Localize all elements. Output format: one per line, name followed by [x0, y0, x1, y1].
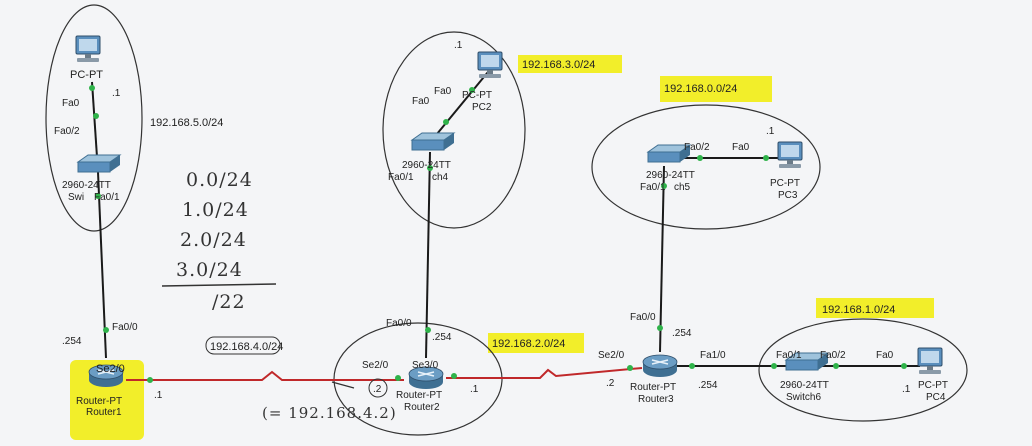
pc2-port: Fa0: [434, 86, 452, 97]
pc4-port: Fa0: [876, 350, 894, 361]
pc-top-left-port: Fa0: [62, 98, 80, 109]
switch-left-short: Swi: [68, 192, 84, 203]
group-lan1: [758, 318, 968, 422]
switch-left-port-up: Fa0/2: [54, 126, 80, 137]
router2-port-left: Se2/0: [362, 360, 389, 371]
switch6-type: 2960-24TT: [780, 380, 829, 391]
router2-host-left: .2: [373, 384, 382, 395]
router2-arrow-icon: [331, 381, 355, 389]
handwritten-subnet-1: 1.0/24: [182, 199, 249, 221]
switch5-name: ch5: [674, 182, 691, 193]
router3-name: Router3: [638, 394, 674, 405]
switch6-port-left: Fa0/1: [776, 350, 802, 361]
highlight-net1: [816, 298, 934, 318]
pc4-type: PC-PT: [918, 380, 948, 391]
pc3-port: Fa0: [732, 142, 750, 153]
router3-type: Router-PT: [630, 382, 676, 393]
switch-left-icon[interactable]: [77, 154, 121, 173]
handwritten-subnet-0: 0.0/24: [186, 169, 253, 191]
pc3-icon[interactable]: [777, 141, 803, 169]
router1-type: Router-PT: [76, 396, 122, 407]
router2-host-left-circle: [368, 378, 388, 398]
pc4-host: .1: [902, 384, 911, 395]
handwritten-summary: /22: [212, 291, 246, 313]
pc-top-left-icon[interactable]: [75, 35, 101, 63]
pc3-type: PC-PT: [770, 178, 800, 189]
pc2-host: .1: [454, 40, 463, 51]
router3-host-serial: .2: [606, 378, 615, 389]
link-switch4-router2: [425, 151, 431, 359]
highlight-net0: [660, 76, 772, 102]
pc2-icon[interactable]: [477, 51, 503, 79]
router1-host-serial: .1: [154, 390, 163, 401]
router3-icon[interactable]: [642, 354, 678, 378]
switch5-port-down: Fa0/1: [640, 182, 666, 193]
router1-name: Router1: [86, 407, 122, 418]
link-switch-left-router1: [97, 171, 107, 359]
switch4-port-down: Fa0/1: [388, 172, 414, 183]
switch-left-port-down: Fa0/1: [94, 192, 120, 203]
pc4-name: PC4: [926, 392, 946, 403]
port-dots: [89, 85, 907, 383]
switch-left-name: 2960-24TT: [62, 180, 111, 191]
handwritten-router2-note: (= 192.168.4.2): [262, 404, 397, 422]
link-switch5-router3: [659, 165, 665, 353]
pc3-name: PC3: [778, 190, 798, 201]
router2-type: Router-PT: [396, 390, 442, 401]
group-lan3: [382, 31, 526, 229]
handwritten-underline: [161, 283, 277, 287]
switch4-name: ch4: [432, 172, 449, 183]
switch6-port-right: Fa0/2: [820, 350, 846, 361]
router2-port-right: Se3/0: [412, 360, 439, 371]
switch5-port-right: Fa0/2: [684, 142, 710, 153]
router3-host-up: .254: [672, 328, 692, 339]
highlight-router1: [70, 360, 144, 440]
router3-port-serial: Se2/0: [598, 350, 625, 361]
router2-name: Router2: [404, 402, 440, 413]
serial-link-r2-r3: [446, 367, 643, 379]
network-label-net3: 192.168.3.0/24: [522, 59, 595, 71]
pc2-name: PC2: [472, 102, 492, 113]
network-label-net2: 192.168.2.0/24: [492, 338, 565, 350]
router1-host-up: .254: [62, 336, 82, 347]
network-label-net4: 192.168.4.0/24: [210, 341, 283, 353]
net4-circle: [205, 336, 281, 355]
highlight-net2: [488, 333, 584, 353]
network-label-net5: 192.168.5.0/24: [150, 117, 223, 129]
router3-port-up: Fa0/0: [630, 312, 656, 323]
group-lan5: [45, 4, 143, 232]
highlight-net3: [518, 55, 622, 73]
serial-link-r1-r2: [126, 370, 404, 381]
switch6-name: Switch6: [786, 392, 821, 403]
network-label-net0: 192.168.0.0/24: [664, 83, 737, 95]
pc2-type: PC-PT: [462, 90, 492, 101]
router2-host-right: .1: [470, 384, 479, 395]
pc-top-left-name: PC-PT: [70, 69, 103, 81]
router3-port-right: Fa1/0: [700, 350, 726, 361]
switch4-port-up: Fa0: [412, 96, 430, 107]
network-label-net1: 192.168.1.0/24: [822, 304, 895, 316]
switch5-type: 2960-24TT: [646, 170, 695, 181]
switch4-type: 2960-24TT: [402, 160, 451, 171]
handwritten-subnet-3: 3.0/24: [176, 259, 243, 281]
router1-port-serial: Se2/0: [96, 363, 125, 375]
router2-port-up: Fa0/0: [386, 318, 412, 329]
group-lan0: [591, 104, 821, 230]
link-pc2-switch4: [431, 71, 489, 141]
router1-port-up: Fa0/0: [112, 322, 138, 333]
switch4-icon[interactable]: [411, 132, 455, 151]
router3-host-right: .254: [698, 380, 718, 391]
router2-host-up: .254: [432, 332, 452, 343]
pc3-host: .1: [766, 126, 775, 137]
pc-top-left-host: .1: [112, 88, 121, 99]
pc4-icon[interactable]: [917, 347, 943, 375]
handwritten-subnet-2: 2.0/24: [180, 229, 247, 251]
